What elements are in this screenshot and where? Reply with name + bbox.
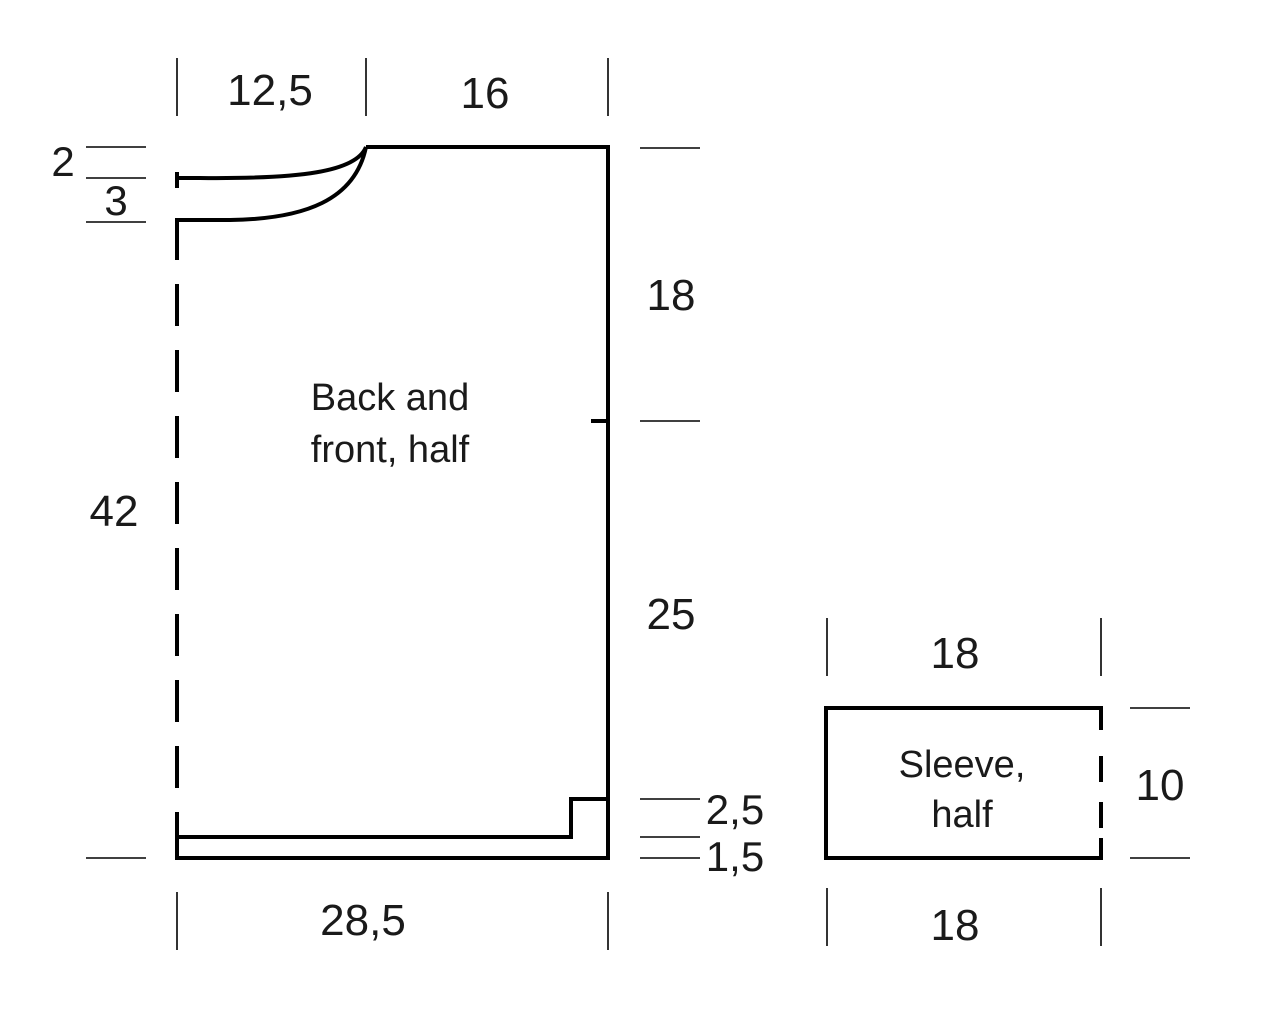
label-lower-edge-1: 2,5 [706, 786, 764, 833]
label-lower-edge-2: 1,5 [706, 833, 764, 880]
sleeve-piece [824, 706, 1103, 860]
body-piece [175, 145, 610, 860]
label-neck-drop-back: 2 [51, 138, 74, 185]
sleeve-name-line-1: Sleeve, [899, 744, 1026, 786]
label-sleeve-height: 10 [1136, 761, 1185, 810]
body-name-line-2: front, half [311, 429, 470, 471]
label-armhole-depth: 18 [647, 271, 696, 320]
label-shoulder-width: 12,5 [227, 66, 313, 115]
label-total-length: 42 [90, 487, 139, 536]
label-body-width: 28,5 [320, 896, 406, 945]
label-neck-width: 16 [461, 69, 510, 118]
label-sleeve-top: 18 [931, 629, 980, 678]
body-name-line-1: Back and [311, 377, 469, 419]
sleeve-dimension-guides [826, 618, 1190, 946]
body-dimension-guides [86, 58, 700, 950]
front-neck-curve [177, 146, 368, 222]
sleeve-labels: 18 10 18 Sleeve, half [899, 629, 1185, 950]
body-hem-step [177, 797, 608, 839]
sleeve-name-line-2: half [931, 794, 993, 836]
back-neck-curve [177, 146, 368, 181]
label-side-length: 25 [647, 590, 696, 639]
sleeve-outline [824, 706, 1103, 860]
body-labels: 12,5 16 2 3 18 25 42 2,5 1,5 28,5 Back a… [51, 66, 764, 945]
label-neck-drop-front: 3 [104, 177, 127, 224]
label-sleeve-bottom: 18 [931, 901, 980, 950]
body-outline-top-right [175, 145, 610, 860]
